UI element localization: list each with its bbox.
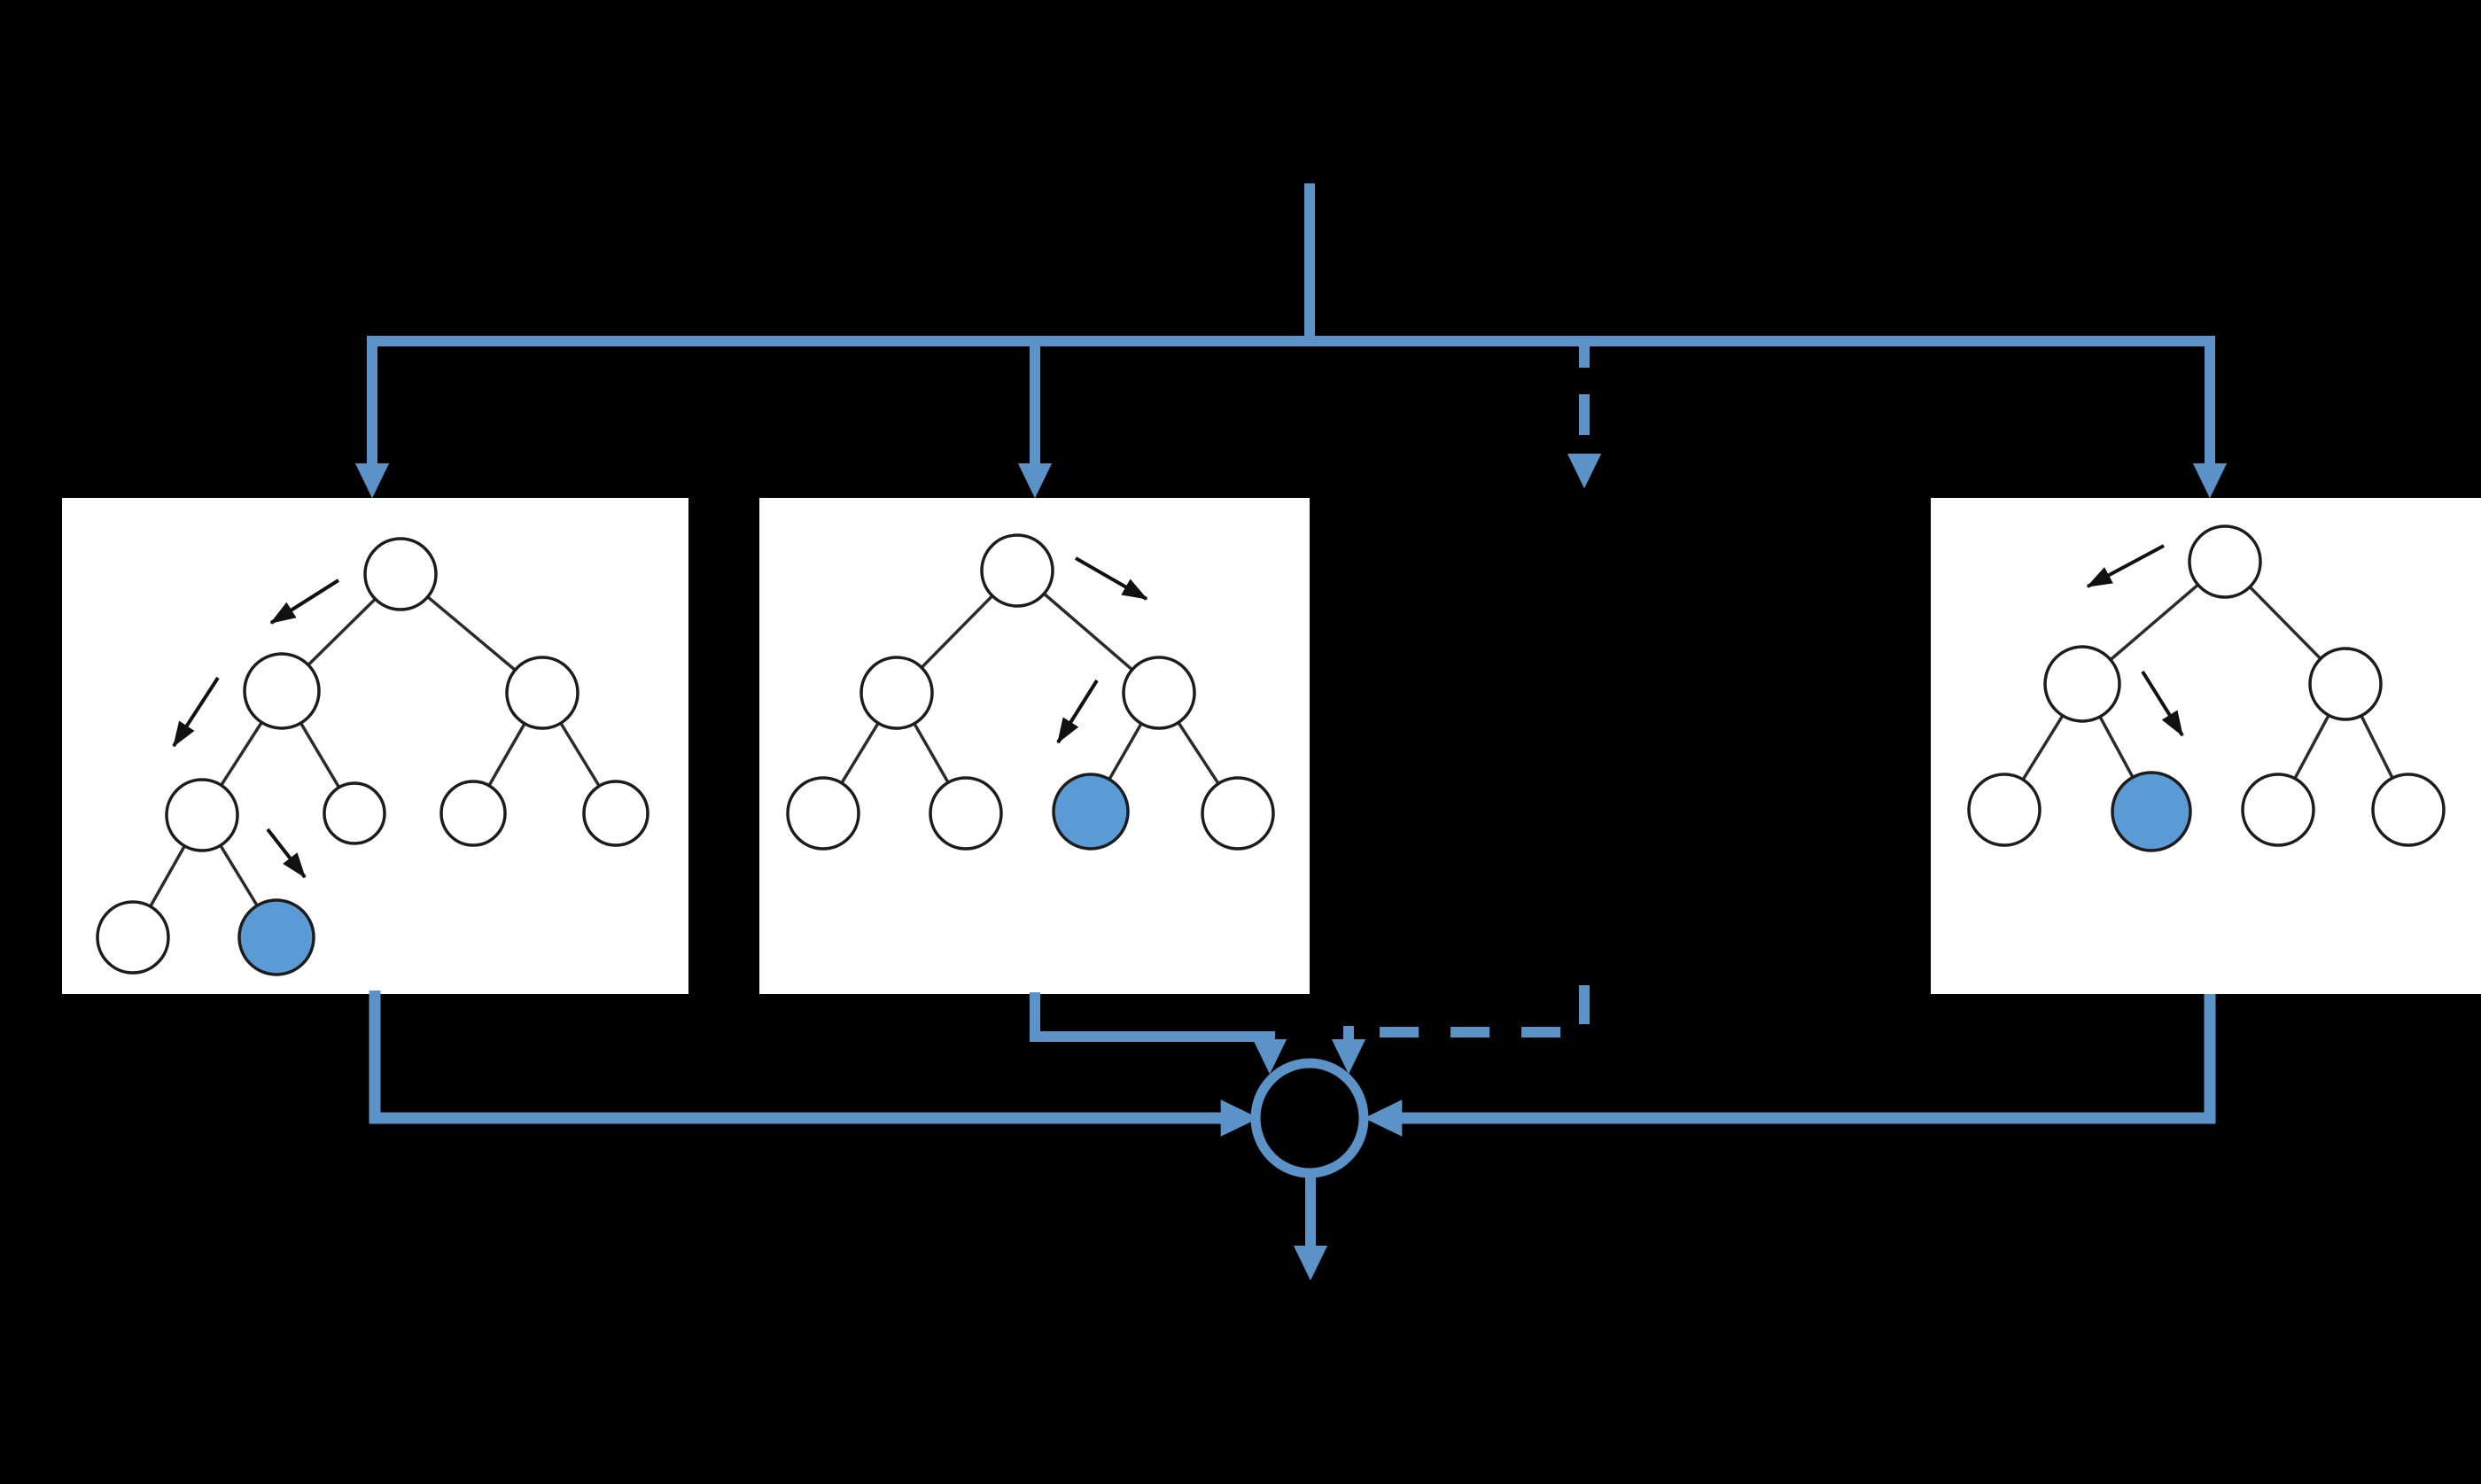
vote-from-tree-2 <box>1030 992 1287 1075</box>
tree-node-1-rr <box>582 780 649 847</box>
tree-node-1-l <box>243 652 321 730</box>
tree-node-1-lr <box>323 781 386 845</box>
selected-leaf-node-tree-2 <box>1052 773 1130 851</box>
tree-node-2-root <box>980 533 1054 608</box>
tree-node-3-rl <box>2241 773 2315 847</box>
vote-from-tree-3 <box>1364 994 2216 1137</box>
tree-node-3-rr <box>2371 773 2446 847</box>
descent-arrow-icon <box>172 676 220 748</box>
tree-node-2-r <box>1122 656 1196 730</box>
tree-node-3-ll <box>1967 773 2042 847</box>
distribution-bar <box>372 336 2228 499</box>
descent-arrow-icon <box>2141 670 2184 737</box>
tree-node-3-r <box>2308 647 2383 721</box>
selected-leaf-node-tree-3 <box>2111 771 2192 852</box>
descent-arrow-icon <box>2086 544 2165 588</box>
descent-arrow-icon <box>269 579 340 625</box>
tree-node-2-ll <box>786 776 860 851</box>
tree-node-3-root <box>2188 524 2262 599</box>
tree-node-3-l <box>2043 645 2121 723</box>
selected-leaf-node-tree-1 <box>237 898 315 976</box>
decision-tree-1 <box>96 537 649 976</box>
tree-node-1-ll <box>165 778 239 852</box>
vote-from-hidden-dashed <box>1372 985 1590 1037</box>
descent-arrow-icon <box>1056 679 1099 744</box>
tree-node-1-lll <box>96 900 170 975</box>
tree-node-2-l <box>859 656 934 730</box>
vote-from-tree-1 <box>369 991 1259 1137</box>
decision-tree-2 <box>786 533 1275 851</box>
tree-node-2-lr <box>929 776 1003 851</box>
tree-node-1-rl <box>439 780 507 847</box>
tree-node-1-r <box>505 656 579 730</box>
tree-node-1-root <box>363 537 438 611</box>
descent-arrow-icon <box>266 827 307 879</box>
tree-node-2-rr <box>1201 776 1275 851</box>
descent-arrow-icon <box>1075 556 1148 601</box>
majority-vote-node <box>1250 1058 1369 1178</box>
decision-tree-3 <box>1967 524 2446 852</box>
